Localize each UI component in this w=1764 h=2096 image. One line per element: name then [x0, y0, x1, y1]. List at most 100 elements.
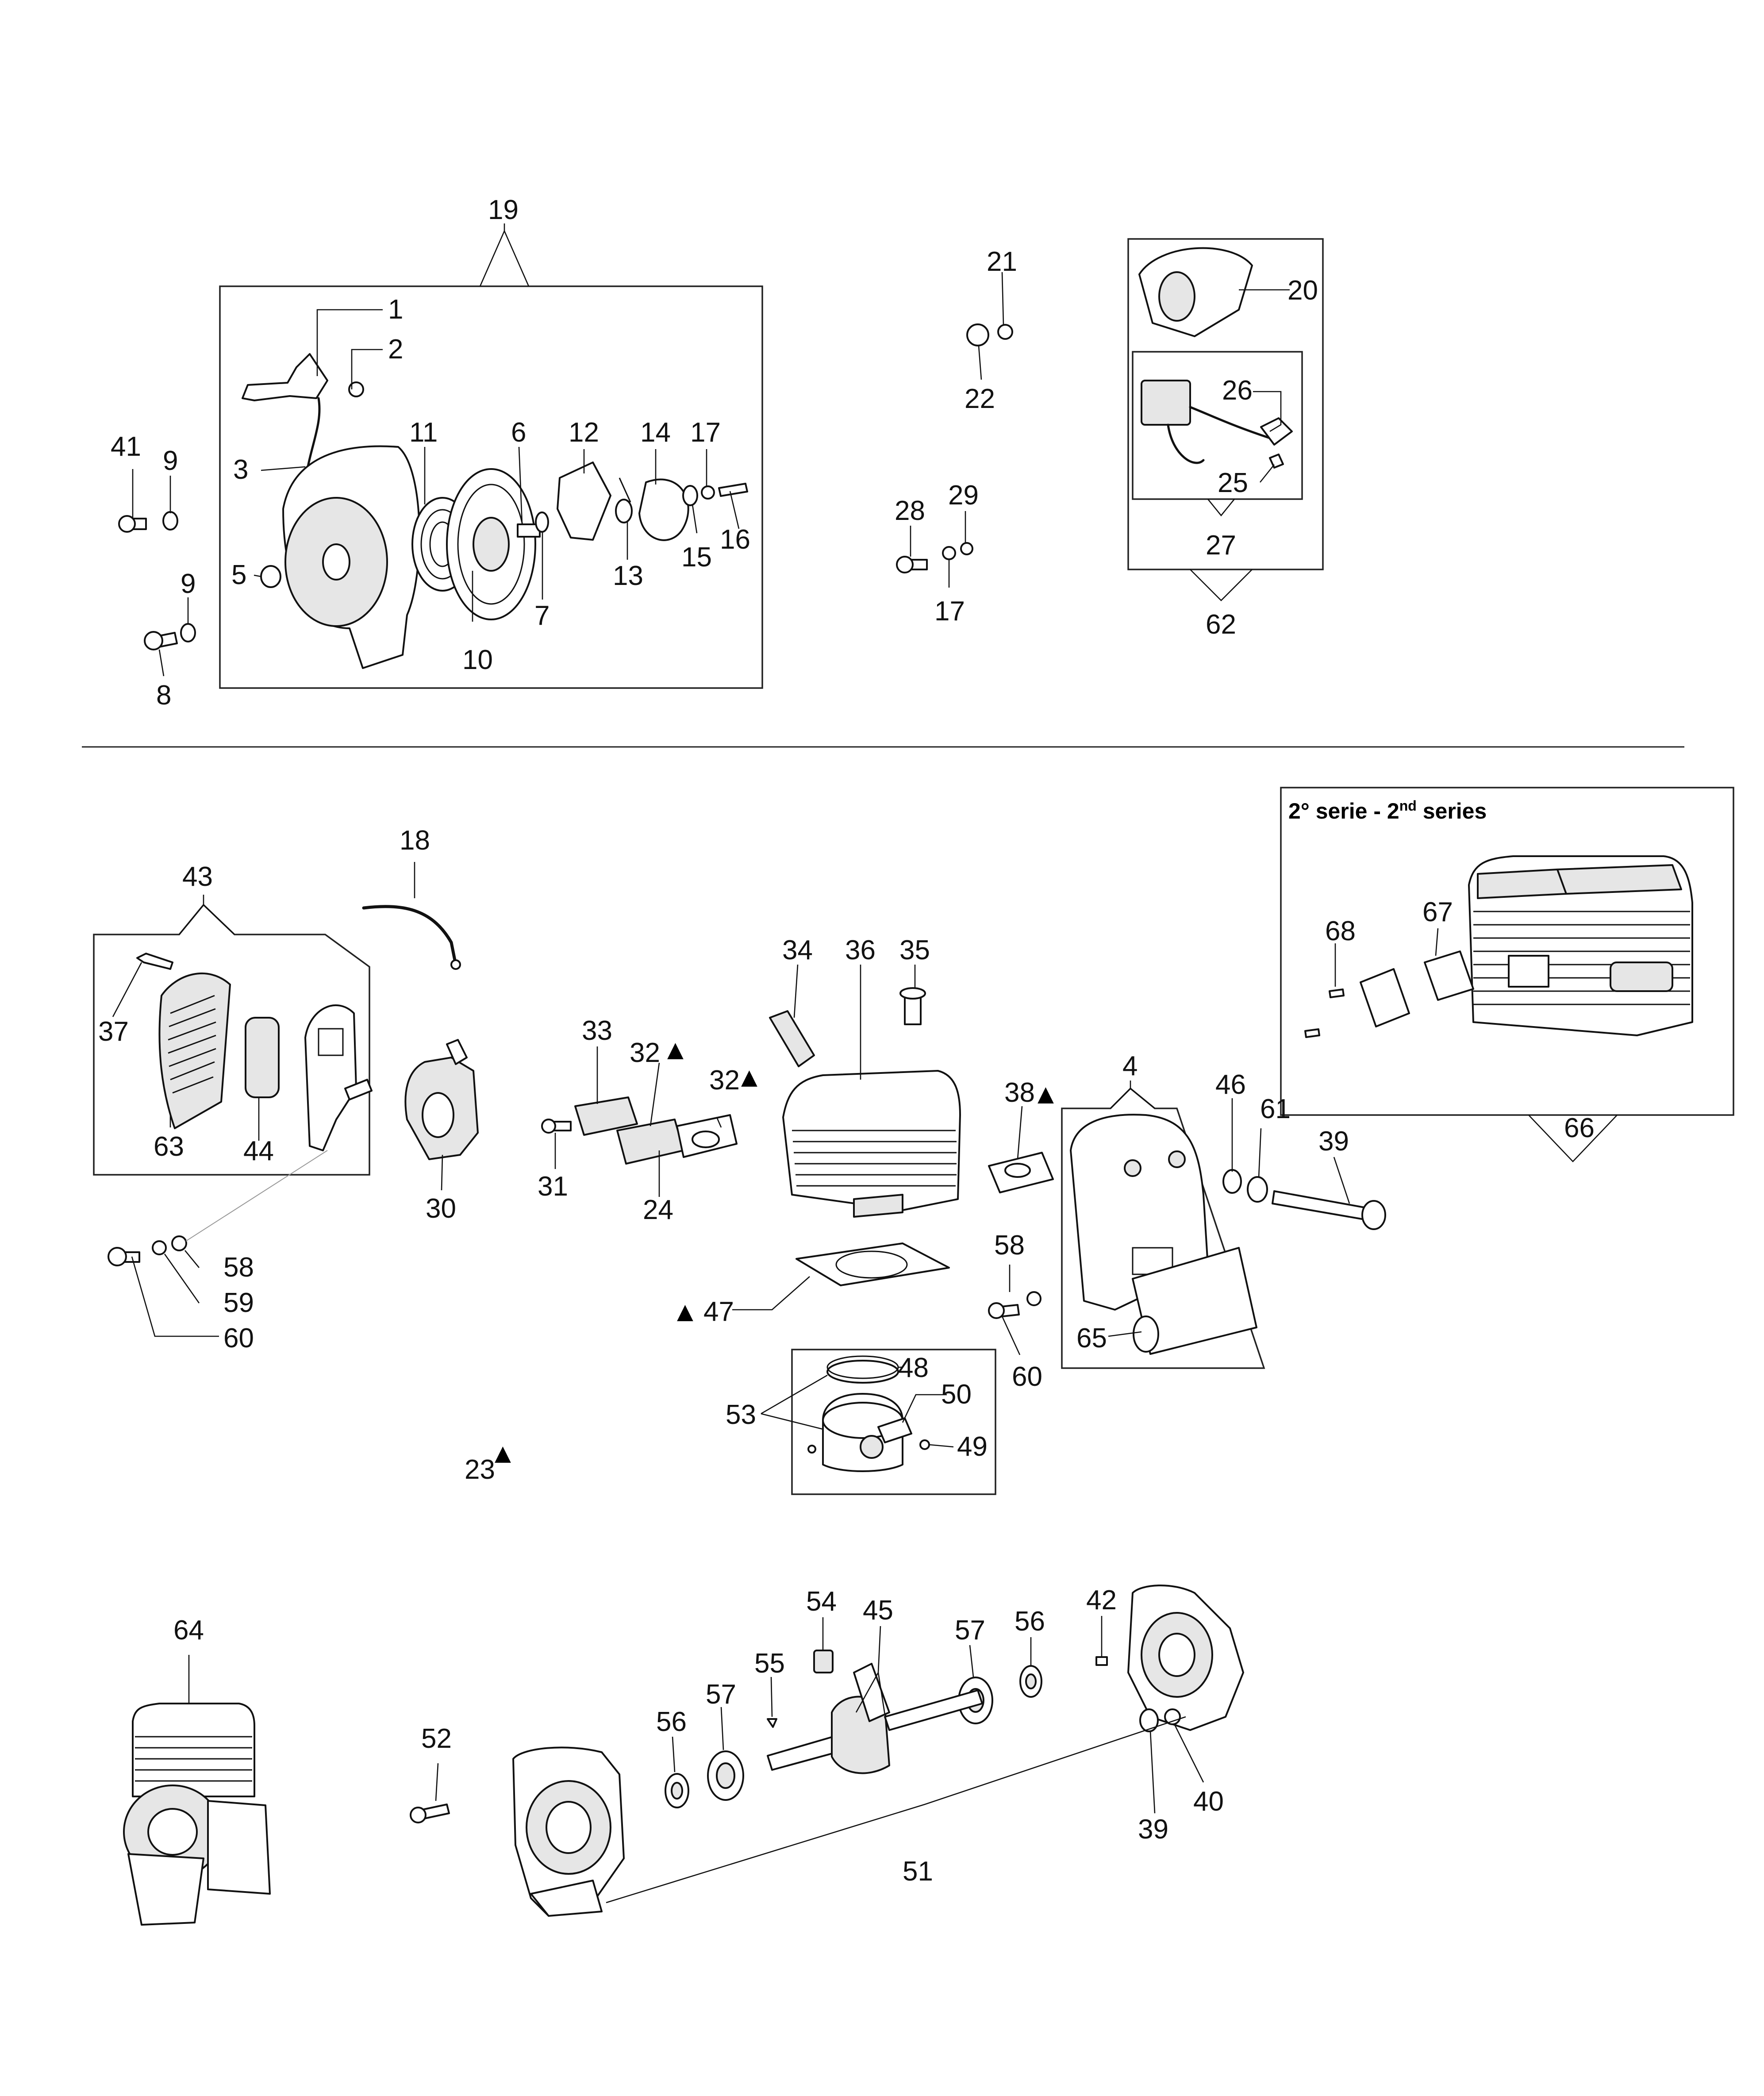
flywheel-part — [1138, 247, 1253, 337]
callout-6: 6 — [511, 417, 526, 448]
callout-46: 46 — [1215, 1069, 1246, 1100]
washer-7-part — [535, 512, 549, 533]
screw-68a-part — [1329, 988, 1345, 998]
intake-flange-part — [1360, 968, 1410, 1027]
callout-58b: 58 — [994, 1230, 1025, 1261]
terminal-25-part — [1269, 454, 1284, 469]
cylinder-2nd-series-part — [1468, 855, 1693, 1036]
callout-33: 33 — [582, 1015, 612, 1046]
second-series-heading: 2° serie - 2nd series — [1288, 798, 1487, 823]
callout-3: 3 — [233, 454, 248, 485]
crankcase-right-part — [1127, 1584, 1244, 1731]
callout-67: 67 — [1422, 897, 1453, 927]
callout-59: 59 — [223, 1288, 254, 1318]
callout-61: 61 — [1260, 1094, 1291, 1124]
callout-38: 38 — [1004, 1077, 1035, 1108]
knob-37-part — [136, 953, 173, 970]
piston-group — [791, 1349, 996, 1495]
leader-lines — [112, 272, 1439, 1904]
callout-49: 49 — [957, 1431, 988, 1462]
bushing-5-part — [260, 565, 281, 588]
callout-19: 19 — [488, 195, 519, 225]
second-series-group: 2° serie - 2nd series — [1280, 787, 1734, 1162]
callout-4: 4 — [1122, 1051, 1138, 1081]
callout-24: 24 — [643, 1195, 673, 1225]
callout-32b: 32 — [709, 1065, 740, 1096]
spring-screw-part — [517, 523, 541, 538]
second-series-box — [1280, 787, 1734, 1116]
washer-58a-part — [171, 1235, 187, 1251]
pulley-part — [446, 468, 536, 620]
washer-29-part — [960, 542, 973, 555]
callout-28: 28 — [895, 496, 925, 526]
nut-17b-part — [942, 546, 956, 560]
callout-44: 44 — [243, 1136, 274, 1166]
callout-27: 27 — [1206, 530, 1236, 561]
filter-base-part — [304, 1004, 373, 1151]
callout-labels: 19 1 2 3 11 6 12 14 17 41 9 5 9 13 15 16… — [98, 195, 1595, 1887]
callout-52: 52 — [421, 1723, 452, 1754]
callout-60a: 60 — [223, 1323, 254, 1354]
crankcase-left-part — [512, 1746, 625, 1917]
callout-13: 13 — [613, 561, 643, 591]
callout-35: 35 — [899, 935, 930, 965]
callout-14: 14 — [640, 417, 671, 448]
callout-43: 43 — [182, 861, 213, 892]
washer-59-part — [152, 1240, 167, 1255]
callout-18: 18 — [400, 825, 430, 856]
complete-engine-part — [123, 1703, 271, 1926]
screw-68b-part — [1304, 1028, 1320, 1038]
callout-58a: 58 — [223, 1252, 254, 1283]
callout-34: 34 — [782, 935, 813, 965]
callout-40: 40 — [1193, 1786, 1224, 1817]
muffler-group — [1061, 1081, 1265, 1369]
bolt-39-part — [1272, 1190, 1368, 1220]
recoil-starter-group — [118, 223, 763, 689]
pawl-12-part — [557, 462, 611, 541]
callout-37: 37 — [98, 1016, 129, 1047]
spark-plug-part — [769, 1010, 815, 1067]
callout-53: 53 — [726, 1400, 756, 1430]
callout-51: 51 — [903, 1856, 933, 1887]
callout-57b: 57 — [955, 1615, 985, 1646]
nut-39b-part — [1139, 1708, 1159, 1732]
callout-22: 22 — [965, 384, 995, 414]
callout-68: 68 — [1325, 916, 1356, 946]
spacer-33-part — [574, 1096, 638, 1136]
washer-46-part — [1222, 1169, 1242, 1194]
marker-38: ▲ — [1038, 1081, 1054, 1106]
marker-32b: ▲ — [741, 1065, 757, 1089]
triangle-markers: ▲ ▲ ▲ ▲ ▲ — [495, 1037, 1054, 1465]
washer-58b-part — [1026, 1291, 1041, 1306]
washer-40-part — [1164, 1708, 1181, 1725]
callout-45: 45 — [863, 1595, 893, 1626]
washer-15-part — [682, 485, 698, 506]
crankshaft-part — [767, 1663, 983, 1774]
callout-36: 36 — [845, 935, 876, 965]
callout-30: 30 — [426, 1193, 456, 1224]
callout-16: 16 — [720, 524, 750, 555]
callout-50: 50 — [941, 1379, 972, 1410]
callout-9a: 9 — [163, 446, 178, 476]
nut-22-part — [966, 323, 989, 346]
callout-55: 55 — [754, 1648, 785, 1679]
plate-14-part — [638, 478, 689, 541]
callout-1: 1 — [388, 294, 403, 325]
screw-16-part — [718, 483, 748, 497]
flywheel-box — [1127, 238, 1324, 570]
callout-63: 63 — [154, 1131, 184, 1162]
filter-element-part — [245, 1017, 280, 1098]
callout-66: 66 — [1564, 1113, 1595, 1143]
starter-housing-part — [282, 445, 420, 669]
filter-cover-part — [158, 972, 231, 1129]
callout-12: 12 — [569, 417, 599, 448]
dowel-pin-part — [1095, 1656, 1108, 1666]
circlip-49-part — [919, 1439, 930, 1450]
callout-11: 11 — [409, 417, 438, 448]
callout-56a: 56 — [656, 1707, 687, 1737]
ignition-coil-part — [1141, 380, 1191, 426]
callout-9b: 9 — [181, 569, 196, 599]
marker-47: ▲ — [677, 1299, 693, 1324]
callout-5: 5 — [231, 560, 246, 590]
washer-9b-part — [180, 623, 196, 642]
